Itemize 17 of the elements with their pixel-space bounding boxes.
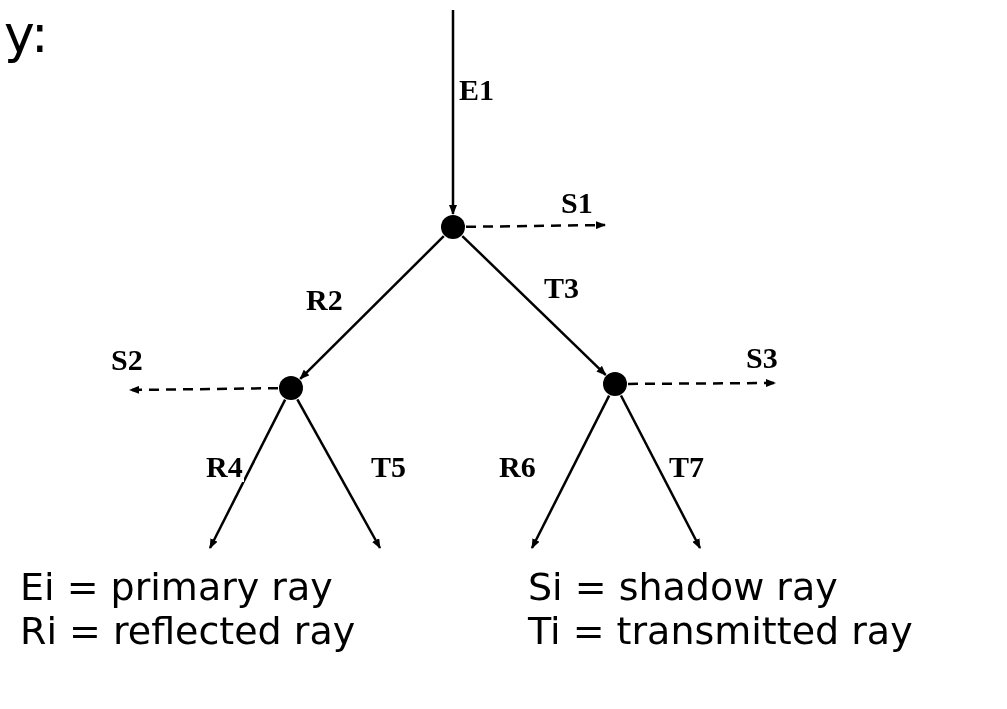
arrow xyxy=(296,398,382,549)
dashed-arrow xyxy=(628,379,776,388)
dashed-arrow xyxy=(129,385,278,394)
arrow xyxy=(449,10,457,215)
junction-dot xyxy=(441,215,465,239)
arrow xyxy=(208,399,287,549)
legend-note: Si = shadow ray xyxy=(528,568,838,606)
junction-dot xyxy=(279,376,303,400)
legend-note: Ei = primary ray xyxy=(20,568,333,606)
arrow xyxy=(530,395,611,549)
junction-dot xyxy=(603,372,627,396)
arrow xyxy=(619,394,702,549)
dashed-arrow xyxy=(466,221,606,230)
legend-note: Ti = transmitted ray xyxy=(528,612,913,650)
arrow xyxy=(299,235,445,380)
legend-note: Ri = reflected ray xyxy=(20,612,356,650)
arrow xyxy=(461,235,607,376)
